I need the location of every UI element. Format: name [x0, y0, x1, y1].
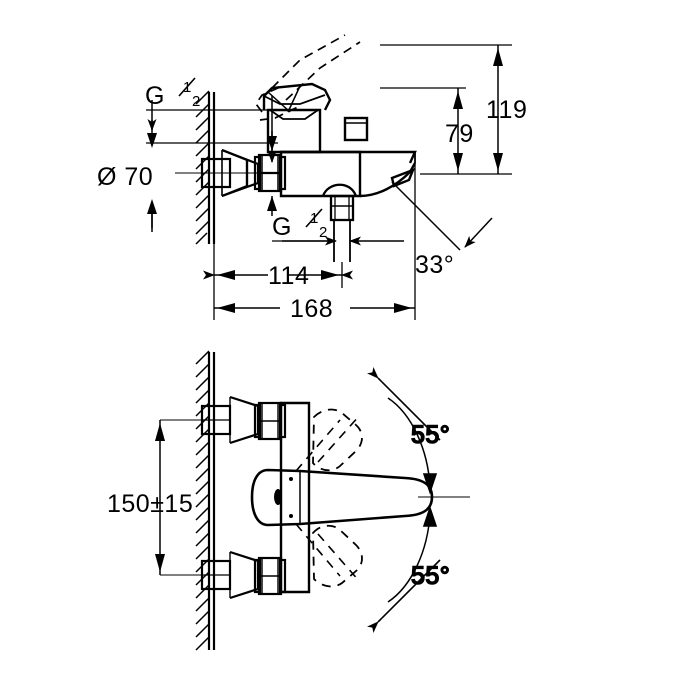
dim-label-g-top: G	[145, 82, 164, 110]
wall-hatching-side	[195, 90, 210, 245]
dim-label-119: 119	[486, 96, 527, 124]
wall-side-view	[195, 90, 216, 245]
dim-label-diameter-70: Ø 70	[97, 163, 153, 191]
dim-depth-168: 168	[213, 163, 416, 323]
dim-label-55-lower: 55°	[411, 562, 450, 590]
side-elevation-view: G 1 2 Ø 70 G 1 2	[97, 34, 527, 323]
lever-raised-dashed-side	[254, 34, 361, 121]
dim-label-g-bottom: G	[272, 213, 291, 241]
dim-label-79: 79	[445, 120, 474, 148]
dim-centre-150: 150±15	[107, 420, 193, 575]
dim-label-168: 168	[290, 295, 333, 323]
lever-ghost-leaders-plan	[295, 414, 361, 583]
union-bottom-plan	[160, 550, 287, 600]
lever-detail-plan	[274, 477, 293, 518]
dim-label-150: 150±15	[107, 490, 193, 518]
dim-label-114: 114	[268, 262, 309, 290]
union-top-plan	[160, 395, 287, 445]
lever-handle-side	[262, 82, 332, 120]
dim-angle-55-upper: 55°	[367, 367, 451, 495]
dim-g-half-top: G 1 2	[145, 77, 278, 163]
dim-height-119: 119	[380, 44, 527, 175]
dim-g-half-bottom: G 1 2	[272, 208, 404, 246]
dim-label-55-upper: 55°	[411, 421, 450, 449]
dim-height-79: 79	[380, 87, 474, 174]
plan-view: 55° 55° 150±15	[107, 350, 470, 651]
wall-plan-view	[195, 350, 216, 651]
wall-hatching-plan	[195, 350, 210, 651]
dim-diameter-70: Ø 70	[97, 120, 277, 232]
lever-ghost-upper-plan	[312, 408, 363, 472]
dim-depth-114: 114	[203, 244, 353, 290]
dim-angle-55-lower: 55°	[367, 505, 451, 633]
dim-angle-33: 33°	[391, 181, 493, 279]
dim-label-g-top-den: 2	[192, 93, 200, 110]
lever-ghost-lower-plan	[312, 524, 363, 588]
dim-label-g-bottom-den: 2	[319, 224, 327, 241]
dim-label-33: 33°	[415, 251, 454, 279]
spout-side	[281, 150, 417, 198]
